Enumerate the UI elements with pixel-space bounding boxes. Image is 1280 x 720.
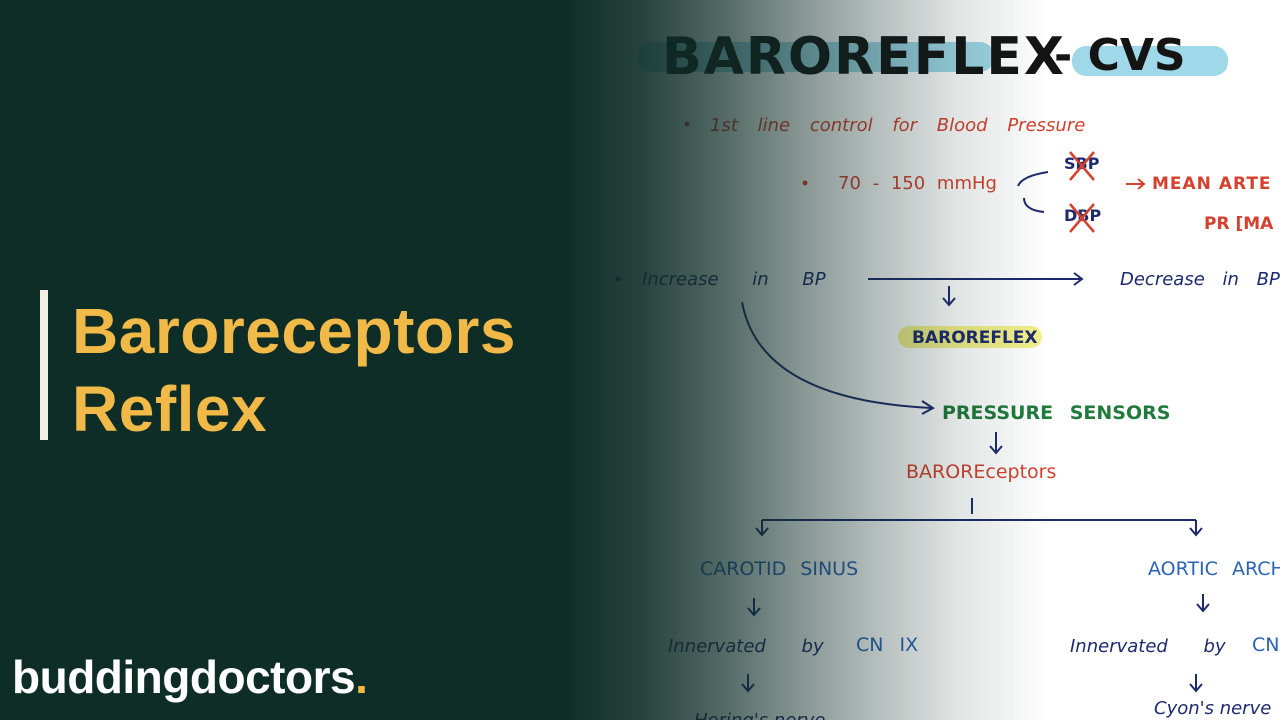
notes-heading: BAROREFLEX (662, 27, 1066, 87)
video-title: Baroreceptors Reflex (72, 292, 516, 448)
mean-arterial-text: MEAN ARTE (1152, 174, 1272, 194)
bullet-line-1: 1st line control for Blood Pressure (710, 115, 1085, 136)
brace (1023, 197, 1045, 213)
brace (1017, 171, 1049, 187)
title-line-1: Baroreceptors (72, 295, 516, 367)
innervated-right-text: Innervated by (1070, 636, 1226, 657)
bullet-line-2: 70 - 150 mmHg (838, 173, 997, 194)
carotid-sinus-label: CAROTID SINUS (700, 558, 858, 580)
title-accent-bar (40, 290, 48, 440)
decrease-bp-text: Decrease in BP (1120, 269, 1280, 290)
whiteboard-notes: BAROREFLEX - CVS 1st line control for Bl… (560, 0, 1280, 720)
brand-dot: . (355, 651, 368, 703)
arrow-down-icon (942, 286, 956, 307)
arrow-down-icon (1189, 674, 1203, 693)
pr-map-text: PR [MA (1204, 214, 1274, 234)
branch-line (762, 498, 1196, 521)
aortic-arch-label: AORTIC ARCH (1148, 558, 1280, 580)
bullet-dot (684, 121, 690, 127)
notes-drawing: BAROREFLEX - CVS 1st line control for Bl… (615, 27, 1280, 720)
cn-right-label: CN (1252, 634, 1279, 656)
cn-ix-label: CN IX (856, 634, 918, 656)
arrow-right-icon (868, 272, 1084, 286)
bullet-dot (615, 276, 621, 282)
arrow-down-icon (747, 598, 761, 617)
nerve-right-text: Cyon's nerve (1154, 698, 1271, 719)
title-line-2: Reflex (72, 373, 268, 445)
sbp-label: SBP (1064, 154, 1100, 173)
baroreflex-label: BAROREFLEX (912, 328, 1038, 348)
baroreceptors-label: BAROREceptors (906, 461, 1056, 483)
innervated-left-text: Innervated by (668, 636, 824, 657)
arrow-down-icon (755, 520, 769, 537)
arrow-down-icon (1196, 594, 1210, 613)
increase-bp-text: Increase in BP (642, 269, 826, 290)
pressure-sensors-label: PRESSURE SENSORS (942, 402, 1170, 424)
arrow-right-icon (1126, 178, 1146, 190)
nerve-left-text: Hering's nerve (694, 710, 826, 720)
curved-arrow-icon (741, 301, 933, 409)
bullet-dot (802, 180, 808, 186)
brand-name: buddingdoctors (12, 651, 356, 703)
brand-logo: buddingdoctors. (12, 650, 368, 704)
notes-heading-suffix: - CVS (1054, 30, 1186, 81)
arrow-down-icon (741, 674, 755, 693)
arrow-down-icon (1189, 520, 1203, 537)
arrow-down-icon (989, 432, 1003, 455)
